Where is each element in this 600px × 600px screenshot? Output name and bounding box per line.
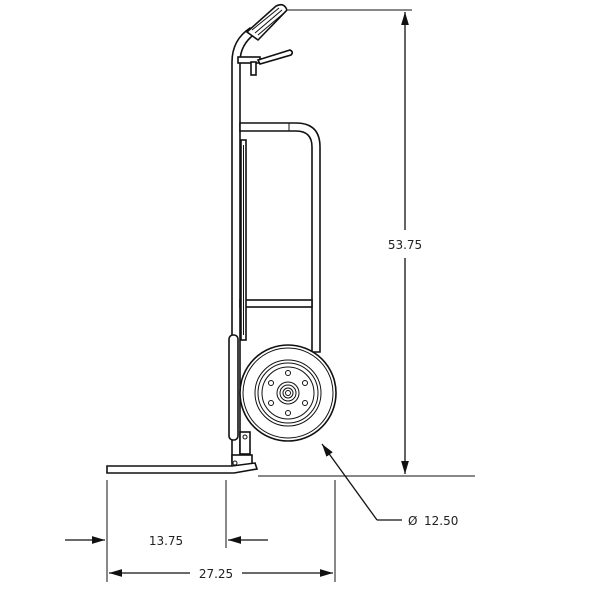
frame-guard [228,334,239,441]
nose-plate-dimension-label: 13.75 [149,534,183,548]
extension-lines [106,9,475,582]
wheel [239,344,337,442]
diameter-symbol: Ø [408,514,417,528]
middle-crossbar [239,299,313,308]
height-dimension: 53.75 [388,12,422,474]
upper-crossbar-loop [239,122,321,353]
hand-truck-frame [106,3,321,474]
depth-dimension-label: 27.25 [199,567,233,581]
nose-plate [106,462,259,474]
nose-plate-dimension: 13.75 [65,534,268,548]
wheel-diameter-callout: Ø 12.50 [321,443,458,528]
wheel-diameter-label: 12.50 [424,514,458,528]
height-dimension-label: 53.75 [388,238,422,252]
depth-dimension: 27.25 [109,567,333,581]
brake-lever [237,49,294,76]
axle-bracket [239,431,251,455]
handle-grip [245,3,288,42]
